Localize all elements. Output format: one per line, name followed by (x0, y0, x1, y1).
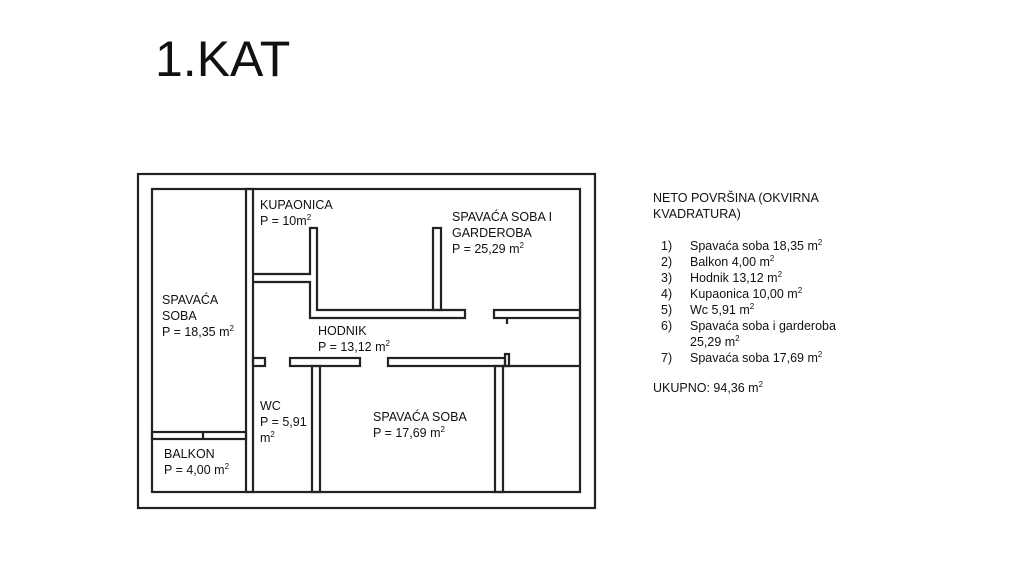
item-number: 3) (661, 271, 673, 285)
room-area: P = 13,12 m2 (318, 339, 390, 355)
room-label-spavaca-bottom: SPAVAĆA SOBA P = 17,69 m2 (373, 409, 467, 441)
room-label-hodnik: HODNIK P = 13,12 m2 (318, 323, 390, 355)
area-value: P = 4,00 m (164, 463, 225, 477)
room-name: SPAVAĆA SOBA I (452, 210, 553, 224)
unit-superscript: 2 (224, 462, 230, 471)
area-value: P = 17,69 m (373, 426, 441, 440)
item-number: 1) (661, 239, 673, 253)
item-text: Spavaća soba 18,35 m (690, 239, 818, 253)
right-upper-wall (492, 308, 582, 320)
legend-item: 1) Spavaća soba 18,35 m2 (653, 238, 873, 254)
room-label-spavaca-garderoba: SPAVAĆA SOBA I GARDEROBA P = 25,29 m2 (452, 209, 552, 257)
room-area: P = 18,35 m2 (162, 324, 234, 340)
legend-item: 3) Hodnik 13,12 m2 (653, 270, 873, 286)
legend-item: 2) Balkon 4,00 m2 (653, 254, 873, 270)
wardrobe-wall (431, 226, 443, 312)
wc-stub-wall (251, 356, 267, 368)
area-value: P = 18,35 m (162, 325, 230, 339)
room-area-unit: m2 (260, 430, 307, 446)
area-value: P = 13,12 m (318, 340, 386, 354)
unit-superscript: 2 (797, 286, 803, 295)
unit-superscript: 2 (229, 324, 234, 333)
legend-item: 7) Spavaća soba 17,69 m2 (653, 350, 873, 366)
area-unit: m (260, 431, 271, 445)
area-value: P = 25,29 m (452, 242, 520, 256)
room-name: BALKON (164, 447, 215, 461)
item-number: 6) (661, 319, 673, 333)
unit-superscript: 2 (758, 380, 764, 389)
item-number: 2) (661, 255, 673, 269)
balkon-wall (150, 430, 248, 441)
unit-superscript: 2 (777, 270, 783, 279)
legend-list: 1)Spavaća soba 18,35 m2 2)Balkon 4,00 m2… (653, 238, 873, 366)
room-area: P = 25,29 m2 (452, 241, 552, 257)
item-text-line2: 25,29 m (690, 335, 736, 349)
item-text: Balkon 4,00 m (690, 255, 770, 269)
unit-superscript: 2 (735, 334, 740, 343)
area-value: P = 5,91 (260, 415, 307, 429)
room-name: SPAVAĆA SOBA (373, 410, 467, 424)
room-area: P = 4,00 m2 (164, 462, 229, 478)
item-text: Spavaća soba 17,69 m (690, 351, 818, 365)
legend-total: UKUPNO: 94,36 m2 (653, 380, 873, 396)
unit-superscript: 2 (270, 430, 275, 439)
room-name: KUPAONICA (260, 198, 333, 212)
unit-superscript: 2 (769, 254, 775, 263)
bathroom-wall (253, 226, 467, 320)
item-number: 7) (661, 351, 673, 365)
room-name-line2: GARDEROBA (452, 226, 532, 240)
item-text: Spavaća soba i garderoba (690, 319, 836, 333)
bedroom-right-wall (493, 364, 505, 494)
area-legend: NETO POVRŠINA (OKVIRNA KVADRATURA) 1) Spa… (653, 190, 873, 396)
corridor-wall-right (386, 356, 507, 368)
room-label-spavaca-left: SPAVAĆA SOBA P = 18,35 m2 (162, 292, 234, 340)
legend-item: 5) Wc 5,91 m2 (653, 302, 873, 318)
room-name: SPAVAĆA (162, 293, 219, 307)
item-text: Kupaonica 10,00 m (690, 287, 798, 301)
room-label-balkon: BALKON P = 4,00 m2 (164, 446, 229, 478)
unit-superscript: 2 (519, 241, 524, 250)
room-area: P = 10m2 (260, 213, 333, 229)
legend-item: 4) Kupaonica 10,00 m2 (653, 286, 873, 302)
room-label-wc: WC P = 5,91 m2 (260, 398, 307, 446)
corridor-wall-left (288, 356, 362, 368)
outer-wall (136, 172, 597, 510)
item-text: Hodnik 13,12 m (690, 271, 778, 285)
unit-superscript: 2 (817, 350, 823, 359)
wc-wall (310, 364, 322, 494)
total-text: UKUPNO: 94,36 m (653, 381, 759, 395)
room-label-kupaonica: KUPAONICA P = 10m2 (260, 197, 333, 229)
room-name: HODNIK (318, 324, 367, 338)
room-name-line2: SOBA (162, 309, 197, 323)
legend-header: NETO POVRŠINA (OKVIRNA KVADRATURA) (653, 191, 819, 221)
unit-superscript: 2 (440, 425, 445, 434)
wall-left-vertical (244, 187, 255, 494)
unit-superscript: 2 (385, 339, 390, 348)
door-jamb (503, 352, 511, 368)
item-number: 4) (661, 287, 673, 301)
page-title: 1.KAT (155, 31, 291, 87)
item-text: Wc 5,91 m (690, 303, 750, 317)
unit-superscript: 2 (817, 238, 823, 247)
room-name: WC (260, 399, 281, 413)
item-number: 5) (661, 303, 673, 317)
room-area: P = 17,69 m2 (373, 425, 467, 441)
inner-wall (150, 187, 582, 494)
legend-item: 6) Spavaća soba i garderoba 25,29 m2 (653, 318, 873, 350)
area-value: P = 10m (260, 214, 307, 228)
unit-superscript: 2 (306, 213, 312, 222)
unit-superscript: 2 (749, 302, 755, 311)
